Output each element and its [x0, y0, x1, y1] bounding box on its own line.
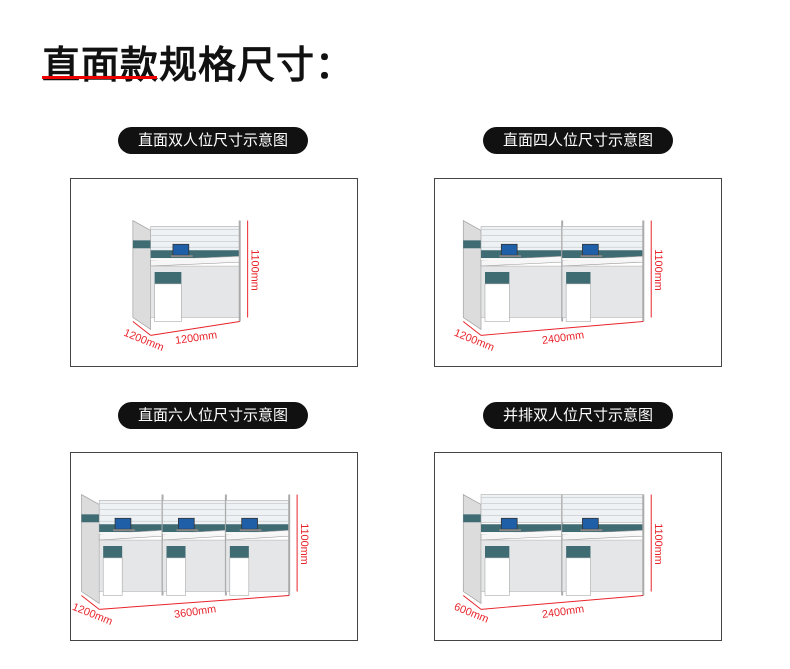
glass-screen — [561, 494, 644, 523]
depth-label: 1200mm — [71, 601, 114, 628]
laptop-icon — [582, 517, 599, 530]
depth-dim-line — [462, 321, 482, 336]
glass-screen — [150, 226, 241, 255]
width-dim-line — [480, 594, 644, 610]
desk-surface — [150, 258, 240, 261]
label-pill: 直面双人位尺寸示意图 — [118, 127, 308, 154]
depth-dim-line — [132, 321, 151, 336]
desk-surface — [481, 532, 563, 535]
laptop-base — [580, 255, 603, 258]
desk-surface — [562, 258, 644, 261]
label-pill: 直面六人位尺寸示意图 — [118, 402, 308, 429]
teal-band — [150, 250, 240, 259]
glass-screen — [480, 226, 563, 255]
width-label: 3600mm — [173, 603, 217, 621]
cabinet-drawer — [484, 272, 510, 284]
label-pill: 并排双人位尺寸示意图 — [483, 402, 673, 429]
diagram-panel: 1100mm 600mm 2400mm — [434, 452, 722, 641]
laptop-base — [499, 255, 522, 258]
cabinet-drawer — [154, 272, 182, 284]
width-label: 2400mm — [541, 329, 585, 347]
cabinet — [565, 283, 591, 322]
side-panel-trim — [463, 514, 482, 523]
side-panel — [462, 494, 482, 604]
height-label: 1100mm — [652, 523, 664, 565]
laptop-base — [170, 255, 193, 258]
laptop-icon — [500, 243, 518, 256]
height-label: 1100mm — [298, 523, 310, 565]
side-panel — [462, 220, 482, 330]
diagram-panel: 1100mm 1200mm 1200mm — [70, 178, 358, 367]
cabinet-drawer — [166, 546, 186, 558]
teal-band — [481, 250, 563, 259]
width-label: 1200mm — [174, 329, 218, 347]
diagram-panel: 1100mm 1200mm 2400mm — [434, 178, 722, 367]
cabinet-drawer — [566, 272, 591, 284]
cabinet-drawer — [484, 546, 510, 558]
height-label: 1100mm — [249, 249, 261, 291]
cabinet-drawer — [103, 546, 123, 558]
desk-surface — [225, 532, 290, 535]
cabinet — [484, 283, 510, 322]
side-panel-trim — [463, 240, 482, 249]
cabinet-drawer — [229, 546, 249, 558]
side-panel-trim — [81, 514, 100, 523]
cabinet — [484, 557, 510, 596]
side-panel-trim — [132, 240, 151, 249]
laptop-icon — [172, 243, 190, 256]
width-dim-line — [150, 320, 240, 336]
teal-band — [481, 524, 563, 533]
desk-surface — [481, 258, 563, 261]
side-panel — [132, 220, 151, 330]
width-dim-line — [99, 594, 290, 610]
glass-screen — [480, 494, 563, 523]
desk-surface — [562, 532, 644, 535]
desk-surface — [162, 532, 226, 535]
cabinet — [166, 557, 186, 596]
teal-band — [562, 250, 644, 259]
cabinet — [102, 557, 123, 596]
teal-band — [562, 524, 644, 533]
laptop-icon — [241, 517, 258, 530]
laptop-base — [113, 529, 135, 532]
laptop-base — [499, 529, 522, 532]
laptop-base — [176, 529, 199, 532]
depth-dim-line — [462, 595, 482, 610]
depth-label: 600mm — [452, 601, 490, 626]
depth-dim-line — [81, 595, 100, 610]
side-panel — [81, 494, 100, 604]
depth-label: 1200mm — [452, 327, 496, 354]
title-underline — [42, 76, 157, 79]
width-dim-line — [480, 320, 644, 336]
laptop-icon — [177, 517, 195, 530]
diagram-panel: 1100mm 1200mm 3600mm — [70, 452, 358, 641]
cabinet — [229, 557, 250, 596]
laptop-base — [580, 529, 603, 532]
page-title: 直面款规格尺寸： — [42, 43, 355, 87]
laptop-icon — [500, 517, 518, 530]
laptop-base — [239, 529, 262, 532]
depth-label: 1200mm — [122, 327, 166, 354]
glass-screen — [561, 226, 644, 255]
cabinet — [565, 557, 591, 596]
laptop-icon — [114, 517, 132, 530]
cabinet-drawer — [566, 546, 591, 558]
label-pill: 直面四人位尺寸示意图 — [483, 127, 673, 154]
height-label: 1100mm — [652, 249, 664, 291]
desk-surface — [99, 532, 163, 535]
laptop-icon — [582, 243, 599, 256]
width-label: 2400mm — [541, 603, 585, 621]
cabinet — [154, 283, 182, 322]
